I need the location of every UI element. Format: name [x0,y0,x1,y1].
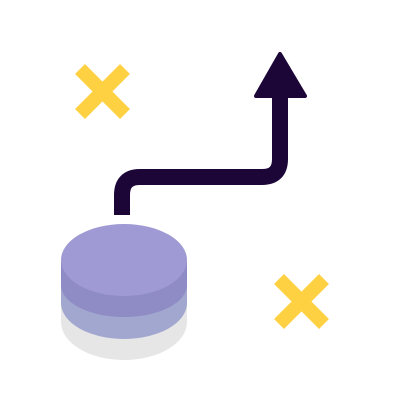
disc-top-face [61,224,187,296]
x-mark-icon [75,64,130,119]
x-mark-icon [274,274,329,329]
path-arrow-icon [114,52,307,215]
stacked-disc-icon [61,224,187,360]
path-line [114,92,288,215]
arrow-head [254,52,307,98]
